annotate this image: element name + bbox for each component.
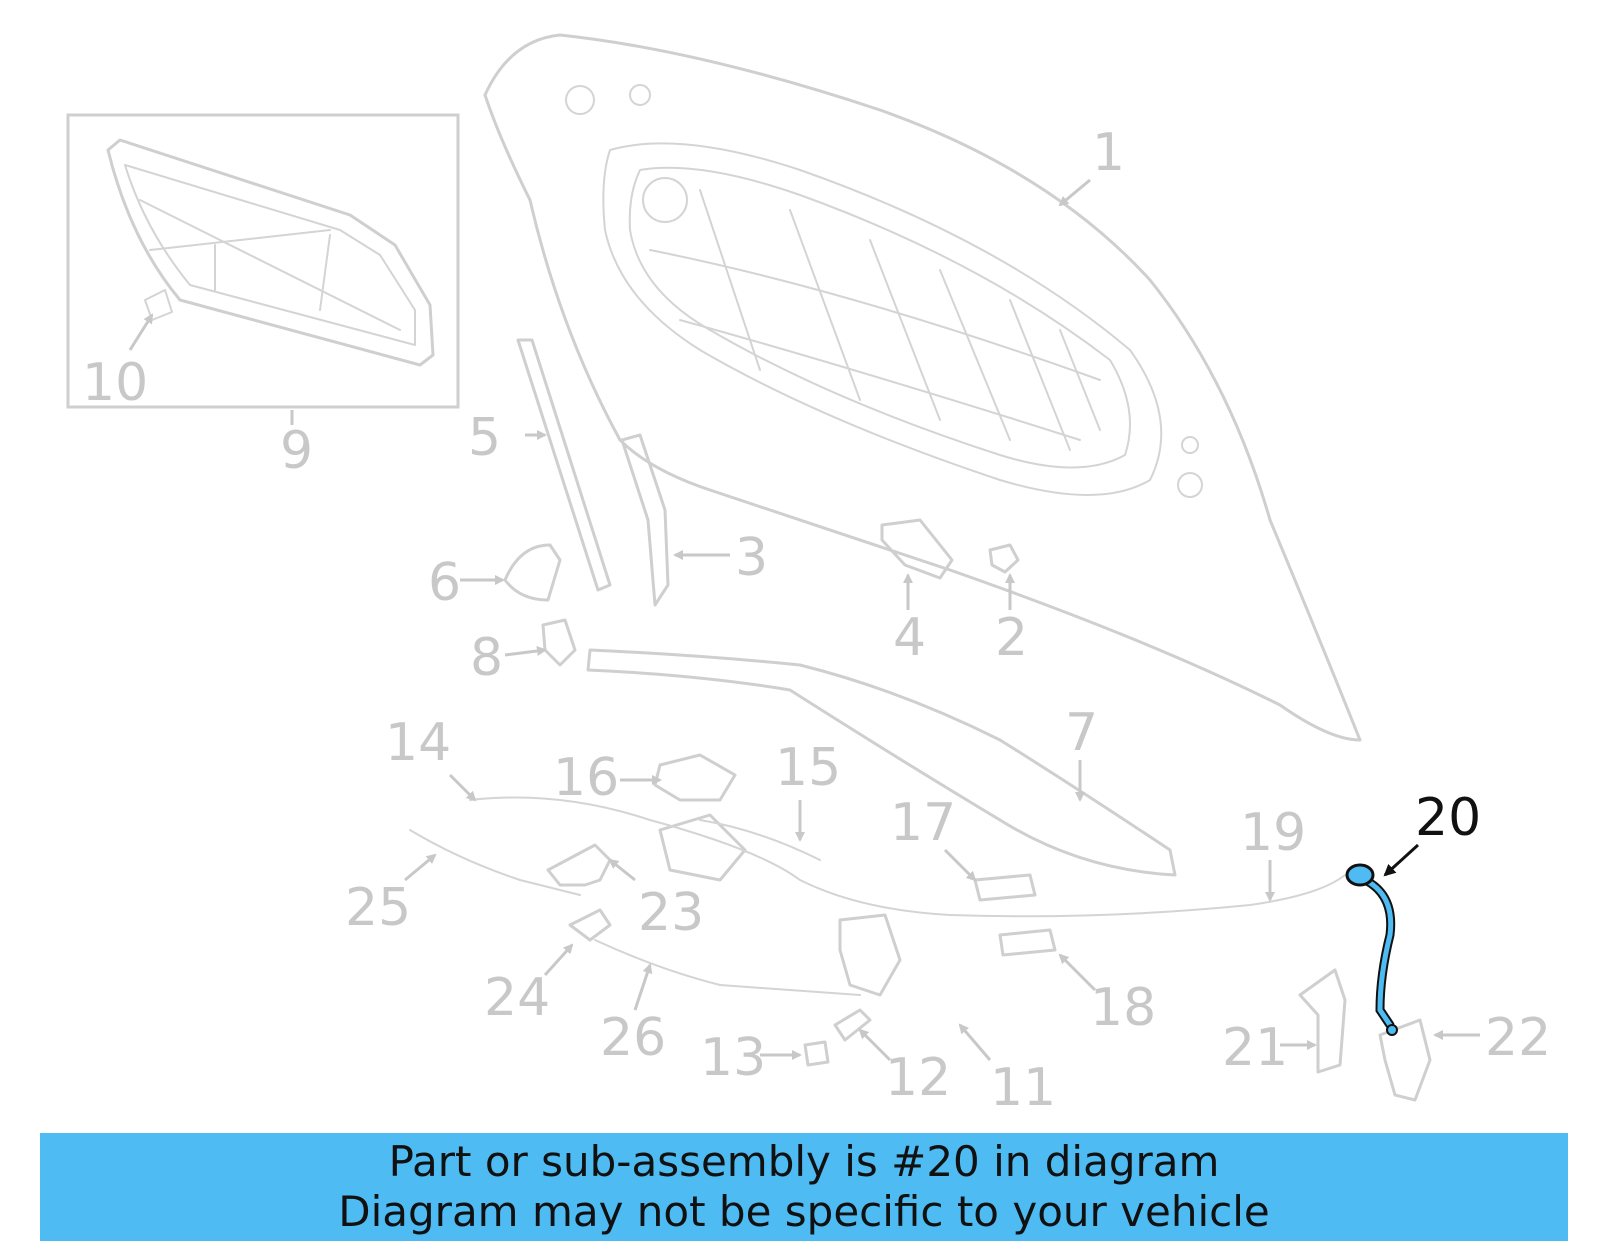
callout-9: 9 <box>280 421 313 481</box>
leader-lines <box>128 178 1480 1062</box>
hood-panel <box>483 33 1362 742</box>
callout-17: 17 <box>890 793 956 853</box>
callout-11: 11 <box>990 1058 1056 1118</box>
callout-7: 7 <box>1065 703 1098 763</box>
small-parts <box>409 338 1432 1102</box>
callout-12: 12 <box>885 1048 951 1108</box>
parts-diagram: 1 2 3 4 5 6 7 8 9 10 11 12 13 14 15 16 1… <box>66 33 1551 1118</box>
callout-21: 21 <box>1222 1018 1288 1078</box>
banner-line-part: Part or sub-assembly is #20 in diagram <box>388 1137 1220 1186</box>
callout-16: 16 <box>553 748 619 808</box>
callout-8: 8 <box>470 628 503 688</box>
callout-26: 26 <box>600 1008 666 1068</box>
callout-25: 25 <box>345 878 411 938</box>
insulator-inset <box>66 113 460 409</box>
callout-6: 6 <box>428 553 461 613</box>
callout-22: 22 <box>1485 1008 1551 1068</box>
callout-18: 18 <box>1090 978 1156 1038</box>
callout-10: 10 <box>82 353 148 413</box>
callout-1: 1 <box>1092 123 1125 183</box>
callout-19: 19 <box>1240 803 1306 863</box>
callout-13: 13 <box>700 1028 766 1088</box>
info-banner: Part or sub-assembly is #20 in diagram D… <box>40 1133 1568 1241</box>
callout-3: 3 <box>735 528 768 588</box>
callout-24: 24 <box>484 968 550 1028</box>
part-20-highlight <box>1345 863 1398 1036</box>
callout-20: 20 <box>1415 788 1481 848</box>
callout-2: 2 <box>995 608 1028 668</box>
banner-line-disclaimer: Diagram may not be specific to your vehi… <box>338 1187 1270 1236</box>
callout-4: 4 <box>893 608 926 668</box>
callout-5: 5 <box>468 408 501 468</box>
callout-labels: 1 2 3 4 5 6 7 8 9 10 11 12 13 14 15 16 1… <box>82 123 1551 1118</box>
callout-15: 15 <box>775 738 841 798</box>
callout-23: 23 <box>638 883 704 943</box>
callout-14: 14 <box>385 713 451 773</box>
